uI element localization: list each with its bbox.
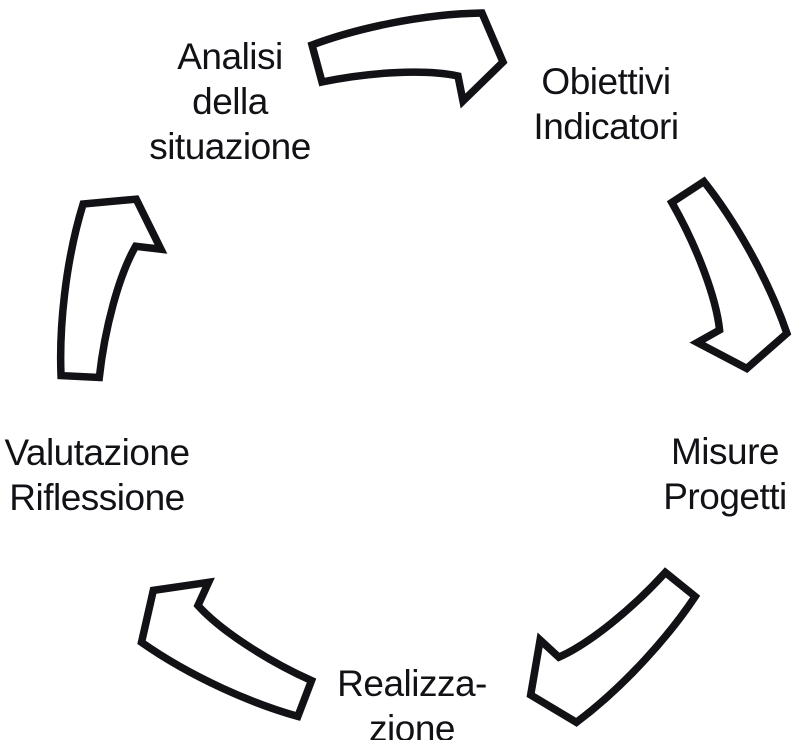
step-analisi-della-situazione: Analisi della situazione <box>149 34 311 169</box>
step-misure-progetti: Misure Progetti <box>663 429 787 519</box>
step-label-line: Valutazione <box>4 432 190 473</box>
step-label-line: zione <box>369 708 455 740</box>
step-label-line: Progetti <box>663 476 787 517</box>
step-label-line: Analisi <box>177 36 283 77</box>
curved-arrow-analisi-to-obiettivi <box>312 13 503 101</box>
curved-arrow-obiettivi-to-misure <box>651 172 794 381</box>
step-obiettivi-indicatori: Obiettivi Indicatori <box>533 59 679 149</box>
step-label-line: Indicatori <box>533 106 679 147</box>
step-label-line: situazione <box>149 126 311 167</box>
step-label-line: Riflessione <box>9 477 185 518</box>
step-label-line: Obiettivi <box>541 61 671 102</box>
curved-arrow-misure-to-realizzazione <box>508 551 714 734</box>
step-label-line: Realizza- <box>337 663 487 704</box>
curved-arrow-realizzazione-to-valutazione <box>125 559 331 740</box>
curved-arrow-valutazione-to-analisi <box>31 184 174 393</box>
step-label-line: della <box>192 81 268 122</box>
step-valutazione-riflessione: Valutazione Riflessione <box>4 430 190 520</box>
step-label-line: Misure <box>670 431 780 472</box>
step-realizzazione: Realizza- zione <box>337 661 487 740</box>
